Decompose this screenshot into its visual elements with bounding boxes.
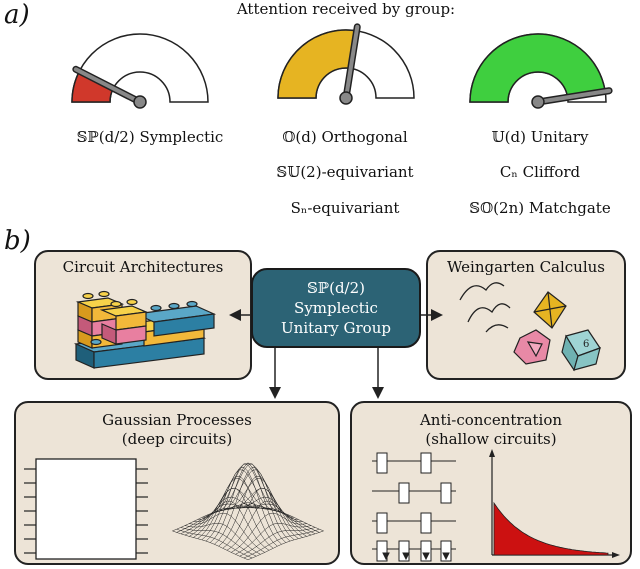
anticoncentration-title-1: Anti-concentration (419, 411, 563, 429)
gauge-fill (277, 29, 358, 99)
gauge-hub (531, 95, 545, 109)
center-line-2: Symplectic (294, 299, 378, 317)
anticoncentration-title-2: (shallow circuits) (425, 430, 557, 448)
gaussian-title-2: (deep circuits) (121, 430, 233, 448)
y-axis-arrowhead (489, 449, 495, 457)
gaussian-processes-box: Gaussian Processes (deep circuits) (14, 401, 340, 565)
gauge-3-label-1: 𝕌(d) Unitary (491, 128, 589, 146)
anticoncentration-illustration (372, 449, 620, 562)
symplectic-group-box: 𝕊ℙ(d/2) Symplectic Unitary Group (251, 268, 421, 348)
gauge-needle-inner (344, 24, 360, 100)
gauges-svg (71, 23, 613, 109)
gaussian-surface (172, 462, 324, 560)
gauge-2-label-3: Sₙ-equivariant (290, 199, 400, 217)
circuit-block (35, 458, 137, 560)
die-face-label: 6 (583, 339, 589, 350)
gauge-2-label-2: 𝕊𝕌(2)-equivariant (276, 163, 414, 181)
gauge-hub (339, 91, 353, 105)
gauge-needle-inner (73, 67, 142, 104)
gauge-hub (133, 95, 147, 109)
attention-title: Attention received by group: (236, 0, 456, 18)
gauge-3 (469, 33, 613, 109)
panel-a-label: a) (4, 0, 30, 30)
gauge-fill (469, 33, 607, 103)
weingarten-calculus-box: Weingarten Calculus 6 (426, 250, 626, 380)
circuit-architectures-box: Circuit Architectures (34, 250, 252, 380)
center-line-3: Unitary Group (281, 319, 391, 337)
decay-curve (493, 501, 609, 556)
weingarten-calculus-title: Weingarten Calculus (446, 258, 605, 276)
gauge-1-label-1: 𝕊ℙ(d/2) Symplectic (76, 128, 224, 146)
circuit-architectures-title: Circuit Architectures (62, 258, 224, 276)
gaussian-title-1: Gaussian Processes (102, 411, 252, 429)
gauge-2-label-1: 𝕆(d) Orthogonal (282, 128, 408, 146)
x-axis-arrowhead (612, 552, 620, 558)
gauge-needle-inner (536, 88, 612, 104)
gauge-3-label-3: 𝕊𝕆(2n) Matchgate (469, 199, 611, 217)
panel-b-label: b) (4, 226, 31, 256)
brickwork-circuit (372, 452, 456, 562)
center-line-1: 𝕊ℙ(d/2) (306, 279, 365, 297)
gauge-3-label-2: Cₙ Clifford (499, 163, 581, 181)
lego-bricks-illustration (73, 290, 217, 369)
anticoncentration-box: Anti-concentration (shallow circuits) (350, 401, 632, 565)
dice-illustration: 6 (459, 282, 601, 372)
gaussian-illustration (24, 458, 324, 560)
gauge-1 (71, 33, 209, 109)
gauge-2 (277, 23, 415, 105)
